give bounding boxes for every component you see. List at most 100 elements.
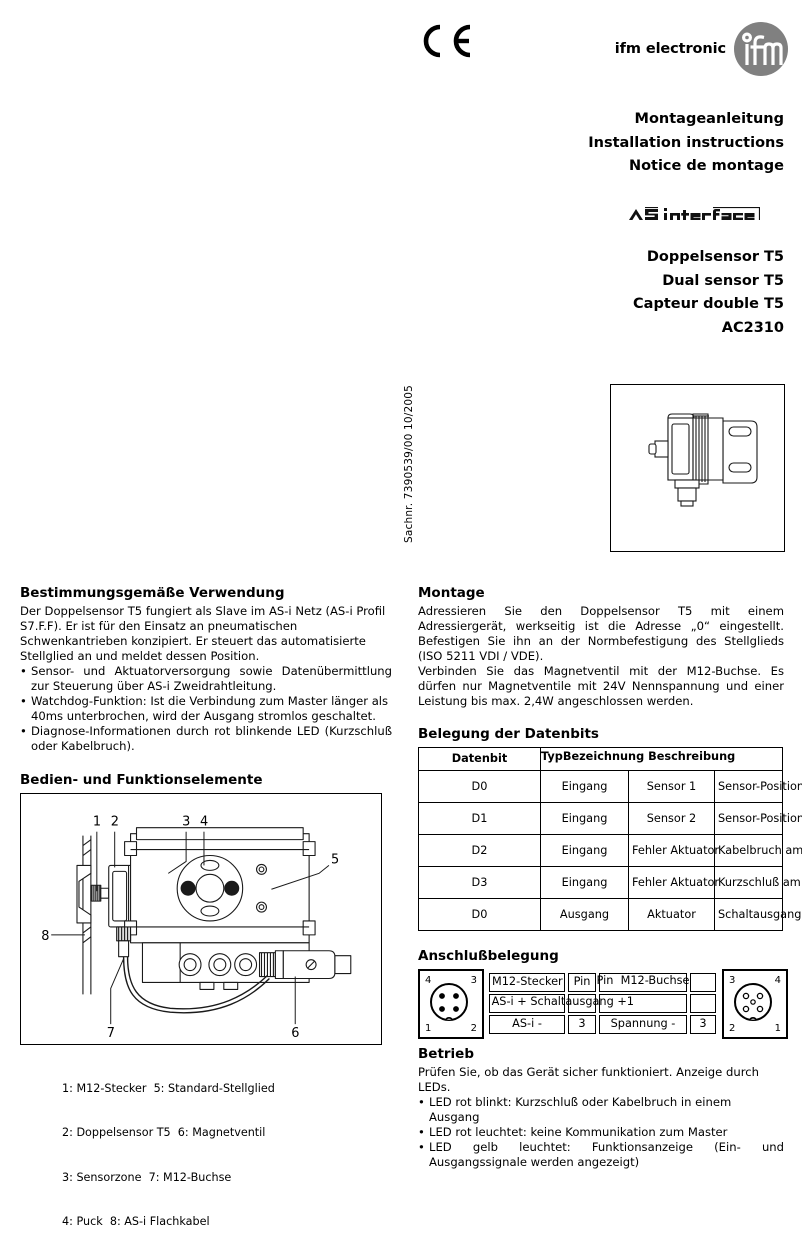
- section-heading-intended-use: Bestimmungsgemäße Verwendung: [20, 585, 285, 601]
- cell-typ: Eingang: [540, 866, 629, 900]
- datenbits-table: Datenbit TypBezeichnung Beschreibung D0 …: [418, 747, 802, 932]
- cell-typ: Eingang: [540, 802, 629, 836]
- cell-datenbit: D0: [418, 898, 541, 932]
- cell-stecker-row2: AS-i + Schaltausgang +1: [489, 994, 634, 1014]
- callout-2: 2: [111, 815, 119, 830]
- callout-1: 1: [93, 815, 101, 830]
- th-spill-text: TypBezeichnung Beschreibung: [541, 750, 791, 764]
- callout-3: 3: [182, 815, 190, 830]
- ce-mark-icon: [418, 24, 474, 58]
- callout-8: 8: [41, 929, 49, 944]
- pin-label-3: 3: [470, 975, 477, 987]
- pin-table-row: AS-i + Schaltausgang +1: [489, 994, 716, 1014]
- cell-bezeichnung: Sensor 1: [628, 770, 715, 804]
- title-line-de: Montageanleitung: [634, 111, 784, 127]
- brand-name: ifm electronic: [614, 41, 726, 57]
- pin-assignment-table: M12-Stecker Pin Pin M12-Buchse AS-i + Sc…: [486, 971, 719, 1036]
- cell-bezeichnung: Fehler Aktuator: [628, 866, 719, 900]
- as-interface-logo-icon: [627, 204, 762, 226]
- cell-pin-left-row2: [568, 994, 596, 1014]
- cell-stecker-row3: AS-i -: [489, 1015, 565, 1035]
- legend-line: 3: Sensorzone 7: M12-Buchse: [62, 1170, 232, 1184]
- cell-typ: Ausgang: [540, 898, 629, 932]
- buchse-label: M12-Buchse: [620, 974, 690, 988]
- title-line-en: Installation instructions: [588, 134, 784, 151]
- montage-paragraph-1: Adressieren Sie den Doppelsensor T5 mit …: [418, 603, 784, 664]
- title-line-fr: Notice de montage: [628, 158, 784, 175]
- th-bezeichnung: Bezeichnung: [562, 750, 645, 764]
- cell-datenbit: D2: [418, 834, 541, 868]
- section-heading-datenbits: Belegung der Datenbits: [418, 726, 599, 743]
- th-beschreibung: Beschreibung: [648, 750, 736, 764]
- schaltausgang-label: Schaltausgang +1: [530, 995, 634, 1009]
- datenbits-table-wrapper: Datenbit TypBezeichnung Beschreibung D0 …: [418, 747, 802, 932]
- cell-beschreibung: Sensor-Position 1 bedämpft: [713, 770, 802, 804]
- bullet-item: Diagnose-Informationen durch rot blinken…: [20, 724, 392, 754]
- section-heading-betrieb: Betrieb: [418, 1046, 475, 1063]
- section-heading-montage: Montage: [418, 585, 485, 601]
- callout-5: 5: [331, 853, 339, 868]
- table-row: D0 Eingang Sensor 1 Sensor-Position 1 be…: [418, 770, 802, 804]
- legend-line: 4: Puck 8: AS-i Flachkabel: [62, 1214, 210, 1228]
- cell-pin-left-header: Pin: [568, 973, 596, 993]
- pin-label-2: 2: [470, 1023, 477, 1035]
- legend-line: 1: M12-Stecker 5: Standard-Stellglied: [62, 1081, 275, 1095]
- cell-beschreibung: Kurzschluß am Aktuator: [713, 866, 802, 900]
- model-name-de: Doppelsensor T5: [646, 249, 784, 265]
- cell-buchse-row3: Spannung -: [599, 1015, 687, 1035]
- cell-datenbit: D1: [418, 802, 541, 836]
- betrieb-bullets: LED rot blinkt: Kurzschluß oder Kabelbru…: [418, 1095, 784, 1170]
- left-column: Bestimmungsgemäße Verwendung Der Doppels…: [20, 585, 392, 1259]
- asi-plus-schaltausgang-text: AS-i + Schaltausgang +1: [491, 995, 634, 1009]
- section-heading-anschlussbelegung: Anschlußbelegung: [418, 948, 559, 965]
- pin-label-3: 3: [729, 975, 736, 987]
- diagram-legend: 1: M12-Stecker 5: Standard-Stellglied 2:…: [62, 1052, 392, 1259]
- cell-beschreibung: Sensor-Position 2 bedämpft: [713, 802, 802, 836]
- model-name-en: Dual sensor T5: [662, 272, 784, 289]
- cell-pin-right-header: [690, 973, 716, 993]
- cell-typ: Eingang: [540, 834, 629, 868]
- model-title-block: Doppelsensor T5 Dual sensor T5 Capteur d…: [484, 246, 784, 341]
- document-title-block: Montageanleitung Installation instructio…: [484, 108, 784, 179]
- table-row: D2 Eingang Fehler Aktuator Kabelbruch am…: [418, 834, 802, 868]
- intended-use-bullets: Sensor- und Aktuatorversorgung sowie Dat…: [20, 664, 392, 754]
- cell-pin-right-row3: 3: [690, 1015, 716, 1035]
- m12-stecker-pinout-icon: 4 3 1 2: [418, 969, 484, 1040]
- cell-beschreibung: Schaltausgang für Magnetventil: [713, 898, 802, 932]
- right-column: Montage Adressieren Sie den Doppelsensor…: [418, 585, 802, 1170]
- section-heading-operating-elements: Bedien- und Funktionselemente: [20, 771, 263, 788]
- pin-table-row: M12-Stecker Pin Pin M12-Buchse: [489, 973, 716, 993]
- cell-bezeichnung: Sensor 2: [628, 802, 715, 836]
- document-page: ifm electronic Montageanleitung Installa…: [0, 0, 802, 1134]
- model-article-number: AC2310: [721, 319, 784, 336]
- table-row: D0 Ausgang Aktuator Schaltausgang für Ma…: [418, 898, 802, 932]
- th-typ-bezeichnung-beschreibung: TypBezeichnung Beschreibung: [539, 747, 784, 772]
- connector-pinout-section: 4 3 1 2 M12-Stecker Pin Pin M12-Buc: [418, 969, 788, 1040]
- pin-label-4: 4: [425, 975, 432, 987]
- montage-paragraph-2: Verbinden Sie das Magnetventil mit der M…: [418, 664, 784, 709]
- table-header-row: Datenbit TypBezeichnung Beschreibung: [418, 747, 784, 772]
- ifm-logo-icon: [734, 22, 788, 76]
- callout-6: 6: [291, 1026, 299, 1041]
- bullet-item: LED rot leuchtet: keine Kommunikation zu…: [418, 1125, 784, 1140]
- cell-pin-left-row3: 3: [568, 1015, 596, 1035]
- cell-beschreibung: Kabelbruch am Aktuator: [713, 834, 802, 868]
- pin-label-1: 1: [774, 1023, 781, 1035]
- bullet-item: Watchdog-Funktion: Ist die Verbindung zu…: [20, 694, 392, 724]
- asi-plus-label: AS-i +: [491, 995, 527, 1009]
- cell-stecker-header: M12-Stecker: [489, 973, 565, 993]
- pin-label-2: 2: [729, 1023, 736, 1035]
- actuator-assembly-diagram: 1 2 3 4 5 6 7 8: [20, 793, 382, 1046]
- cell-pin-right-row2: [690, 994, 716, 1014]
- cell-buchse-row2: [599, 994, 687, 1014]
- betrieb-paragraph: Prüfen Sie, ob das Gerät sicher funktion…: [418, 1064, 759, 1094]
- buchse-header-text: Pin M12-Buchse: [597, 974, 690, 988]
- callout-4: 4: [200, 815, 208, 830]
- cell-buchse-header: Pin M12-Buchse: [597, 973, 690, 993]
- m12-buchse-pinout-icon: 3 4 2 1: [722, 969, 788, 1040]
- table-row: D3 Eingang Fehler Aktuator Kurzschluß am…: [418, 866, 802, 900]
- table-row: D1 Eingang Sensor 2 Sensor-Position 2 be…: [418, 802, 802, 836]
- cell-datenbit: D3: [418, 866, 541, 900]
- cell-bezeichnung: Aktuator: [628, 898, 715, 932]
- pin-label-1: 1: [425, 1023, 432, 1035]
